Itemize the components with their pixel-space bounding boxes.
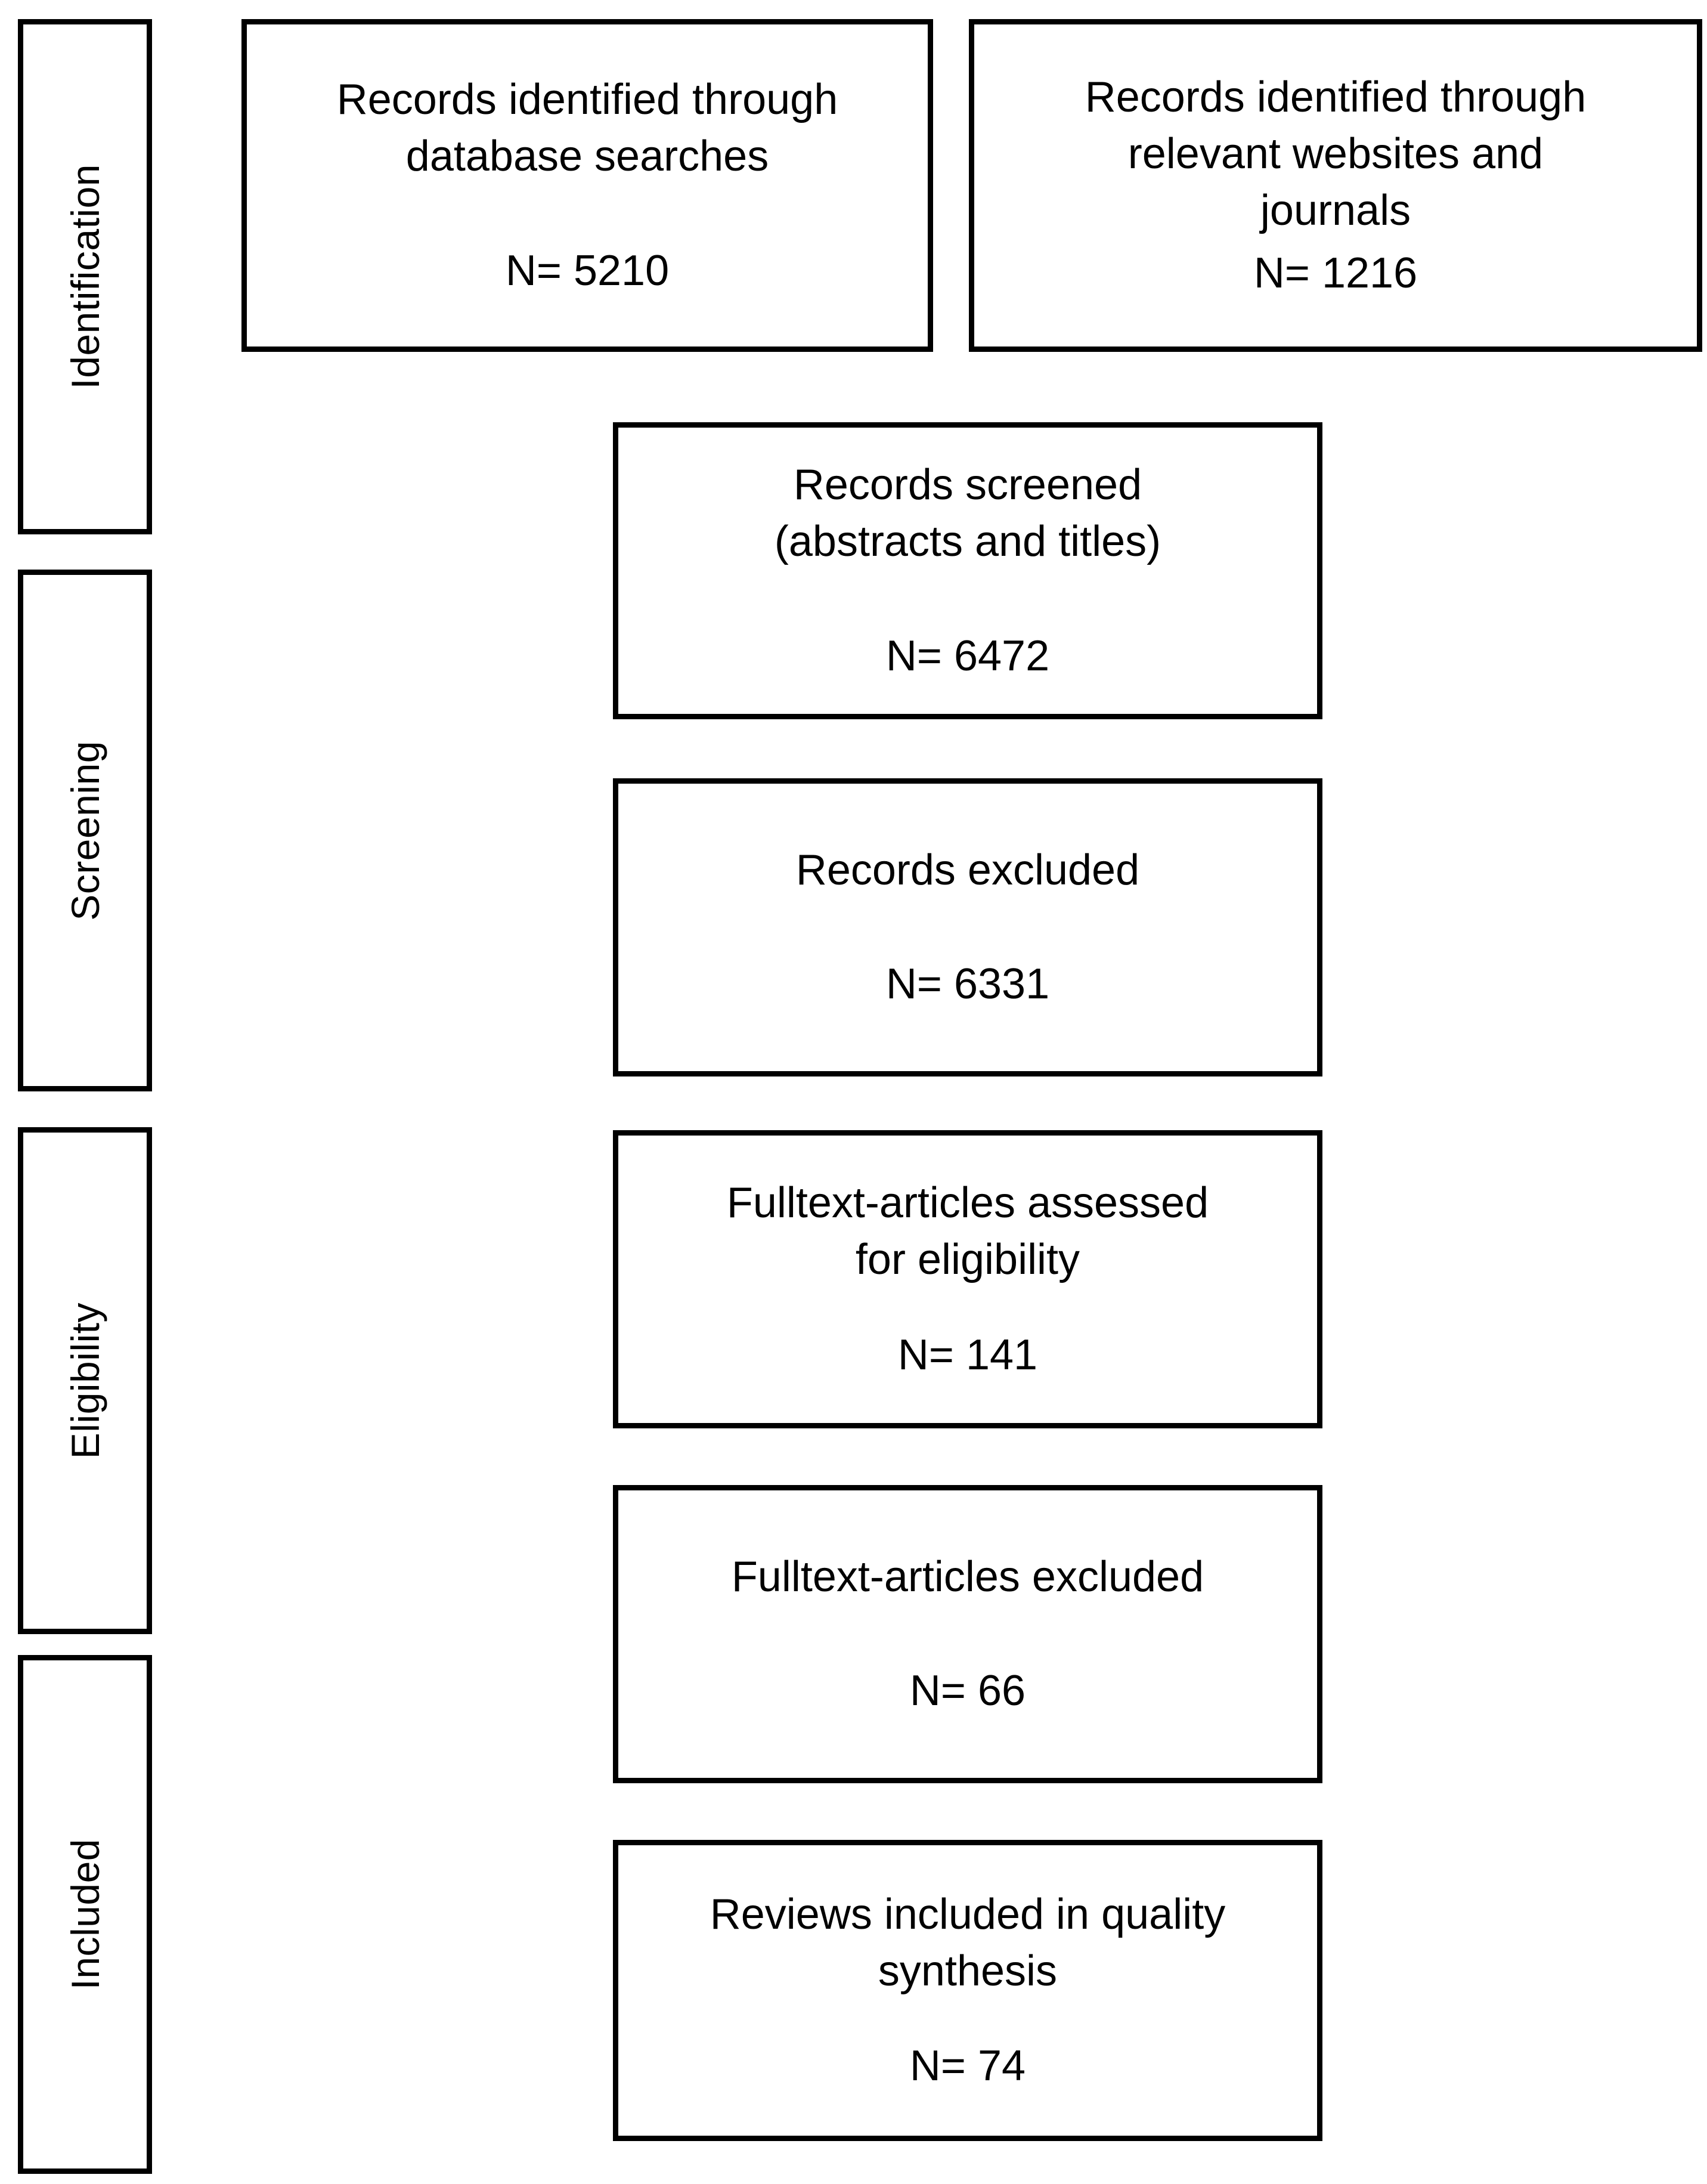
box-count-fulltext-excluded: N= 66 (909, 1667, 1026, 1715)
box-fulltext-assessed: Fulltext-articles assessed for eligibili… (613, 1130, 1322, 1428)
box-fulltext-excluded: Fulltext-articles excluded N= 66 (613, 1485, 1322, 1783)
stage-identification: Identification (18, 19, 152, 534)
box-title-reviews-included: Reviews included in quality synthesis (710, 1890, 1226, 1995)
stage-screening: Screening (18, 570, 152, 1091)
box-records-database: Records identified through database sear… (241, 19, 933, 352)
stage-label-screening: Screening (63, 740, 107, 921)
box-title-fulltext-excluded: Fulltext-articles excluded (731, 1552, 1204, 1601)
box-records-screened: Records screened (abstracts and titles) … (613, 422, 1322, 719)
box-count-records-database: N= 5210 (505, 246, 670, 295)
box-count-fulltext-assessed: N= 141 (897, 1331, 1038, 1379)
stage-label-identification: Identification (63, 164, 107, 389)
box-count-records-excluded: N= 6331 (885, 960, 1050, 1008)
box-count-records-websites: N= 1216 (1253, 249, 1418, 298)
stage-included: Included (18, 1655, 152, 2174)
box-count-records-screened: N= 6472 (885, 632, 1050, 680)
stage-label-eligibility: Eligibility (63, 1302, 107, 1459)
box-records-excluded: Records excluded N= 6331 (613, 778, 1322, 1076)
box-reviews-included: Reviews included in quality synthesis N=… (613, 1840, 1322, 2141)
stage-eligibility: Eligibility (18, 1127, 152, 1634)
box-title-records-database: Records identified through database sear… (336, 76, 838, 181)
box-title-fulltext-assessed: Fulltext-articles assessed for eligibili… (726, 1179, 1209, 1284)
box-records-websites: Records identified through relevant webs… (969, 19, 1702, 352)
box-count-reviews-included: N= 74 (909, 2042, 1026, 2090)
box-title-records-excluded: Records excluded (795, 846, 1140, 894)
box-title-records-screened: Records screened (abstracts and titles) (774, 461, 1161, 566)
box-title-records-websites: Records identified through relevant webs… (1085, 73, 1587, 234)
stage-label-included: Included (63, 1839, 107, 1990)
